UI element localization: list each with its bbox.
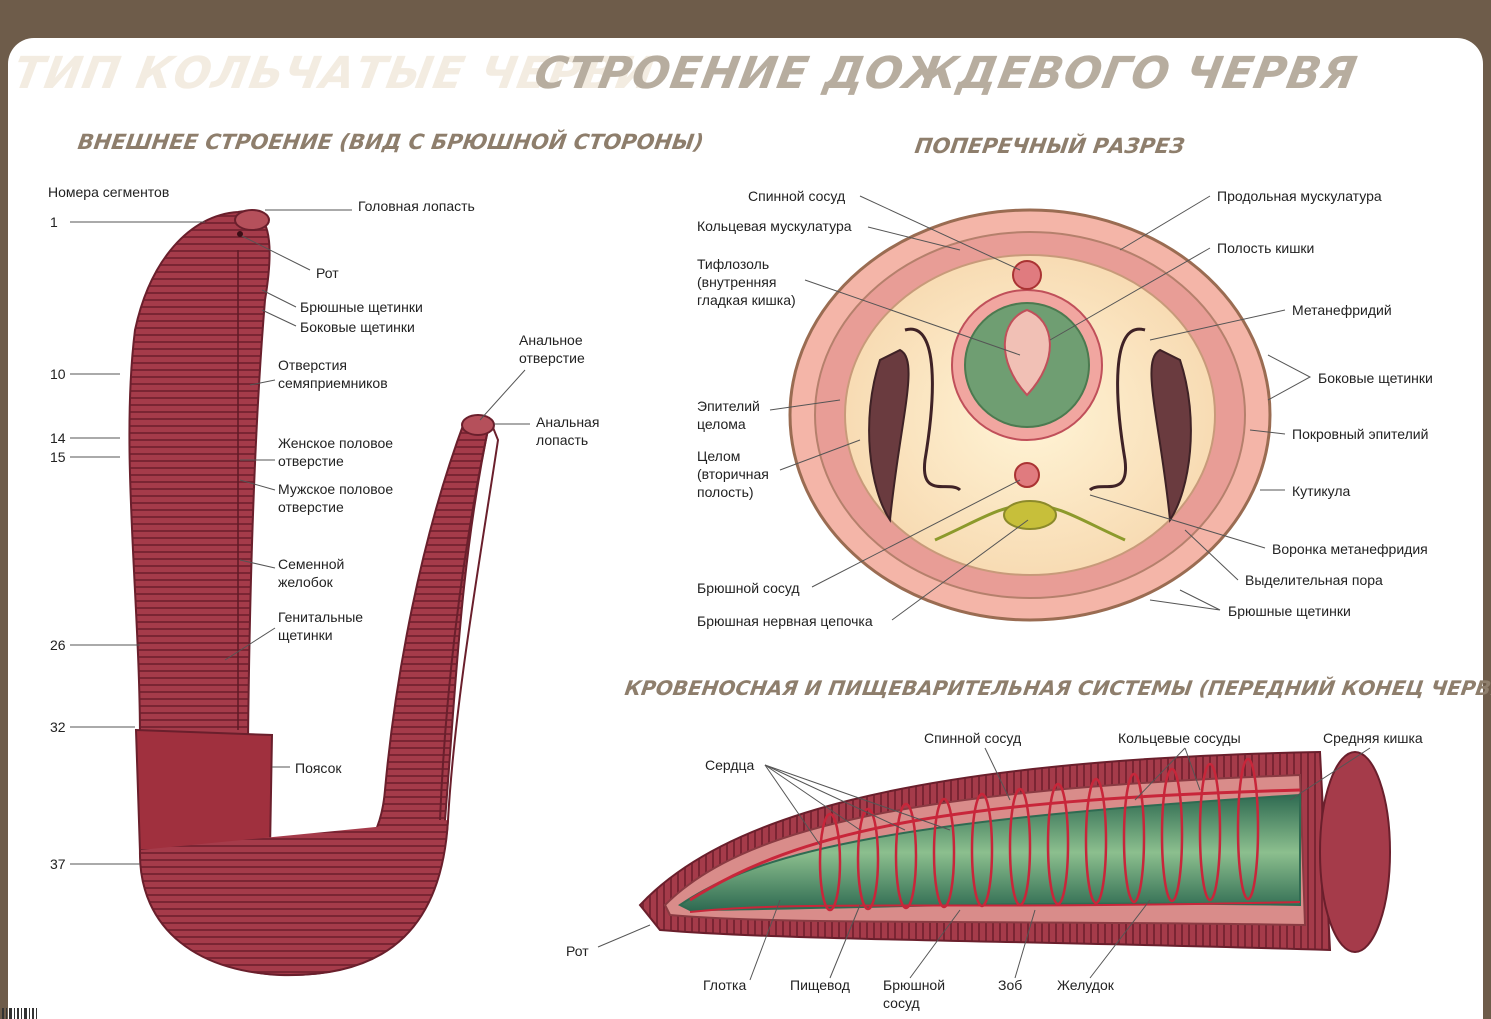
segment-number: 1 — [50, 214, 58, 230]
ring-vessel — [1160, 767, 1184, 903]
segment-number: 15 — [50, 449, 66, 465]
label-midgut: Средняя кишка — [1323, 730, 1423, 746]
label-head-lobe: Головная лопасть — [358, 198, 475, 214]
label-ventral-setae: Брюшные щетинки — [300, 299, 423, 315]
label-cuticle: Кутикула — [1292, 483, 1351, 499]
label-ventral-vessel: Брюшной сосуд — [697, 580, 800, 596]
label-systems-mouth: Рот — [566, 943, 589, 959]
ring-vessels — [818, 757, 1260, 912]
label-metanephridium: Метанефридий — [1292, 302, 1392, 318]
label-systems-dorsal-vessel: Спинной сосуд — [924, 730, 1022, 746]
segment-number: 26 — [50, 637, 66, 653]
label-anal-lobe: Анальная лопасть — [536, 414, 600, 448]
label-pharynx: Глотка — [703, 977, 747, 993]
label-typhlosole: Тифлозоль (внутренняя гладкая кишка) — [697, 256, 796, 308]
ring-vessel — [970, 792, 994, 908]
ring-vessel — [1122, 772, 1146, 904]
label-excretory-pore: Выделительная пора — [1245, 572, 1383, 588]
earthworm-external — [128, 209, 500, 977]
ring-vessel — [818, 812, 842, 912]
label-esophagus: Пищевод — [790, 977, 850, 993]
segment-number: 37 — [50, 856, 66, 872]
ring-vessel — [894, 802, 918, 910]
label-dorsal-vessel: Спинной сосуд — [748, 188, 846, 204]
label-female-opening: Женское половое отверстие — [278, 435, 394, 469]
external-leaders — [70, 209, 530, 865]
label-stomach: Желудок — [1057, 977, 1114, 993]
segment-number: 32 — [50, 719, 66, 735]
label-seminal-groove: Семенной желобок — [278, 556, 345, 590]
ring-vessel — [1008, 787, 1032, 907]
ring-vessel — [856, 807, 880, 911]
label-male-opening: Мужское половое отверстие — [278, 481, 394, 515]
segments-title: Номера сегментов — [48, 184, 170, 200]
label-coelom-epithelium: Эпителий целома — [697, 398, 760, 432]
ring-vessel — [932, 797, 956, 909]
barcode-icon — [2, 1008, 37, 1019]
systems-worm — [638, 750, 1391, 953]
label-sperm-openings: Отверстия семяприемников — [278, 357, 388, 391]
cross-leaders — [769, 195, 1312, 621]
label-hearts: Сердца — [705, 757, 755, 773]
ring-vessel — [1084, 777, 1108, 905]
label-circular-muscle: Кольцевая мускулатура — [697, 218, 852, 234]
cross-section — [788, 208, 1272, 622]
label-cross-lateral-setae: Боковые щетинки — [1318, 370, 1433, 386]
label-gut-cavity: Полость кишки — [1217, 240, 1315, 256]
label-systems-ventral-vessel: Брюшной сосуд — [883, 977, 946, 1011]
segment-number: 14 — [50, 430, 66, 446]
label-ring-vessels: Кольцевые сосуды — [1118, 730, 1241, 746]
ring-vessel — [1046, 782, 1070, 906]
label-funnel: Воронка метанефридия — [1272, 541, 1428, 557]
label-longitudinal-muscle: Продольная мускулатура — [1217, 188, 1382, 204]
label-clitellum: Поясок — [295, 760, 342, 776]
segment-number: 10 — [50, 366, 66, 382]
ring-vessel — [1198, 762, 1222, 902]
systems-leaders — [597, 747, 1371, 981]
label-cross-ventral-setae: Брюшные щетинки — [1228, 603, 1351, 619]
label-mouth: Рот — [316, 265, 339, 281]
label-crop: Зоб — [998, 977, 1023, 993]
label-lateral-setae: Боковые щетинки — [300, 319, 415, 335]
label-nerve-cord: Брюшная нервная цепочка — [697, 613, 873, 629]
label-coelom: Целом (вторичная полость) — [697, 448, 769, 500]
label-anus: Анальное отверстие — [519, 332, 585, 366]
ring-vessel — [1236, 757, 1260, 901]
label-cover-epithelium: Покровный эпителий — [1292, 426, 1429, 442]
label-genital-setae: Генитальные щетинки — [278, 609, 364, 643]
